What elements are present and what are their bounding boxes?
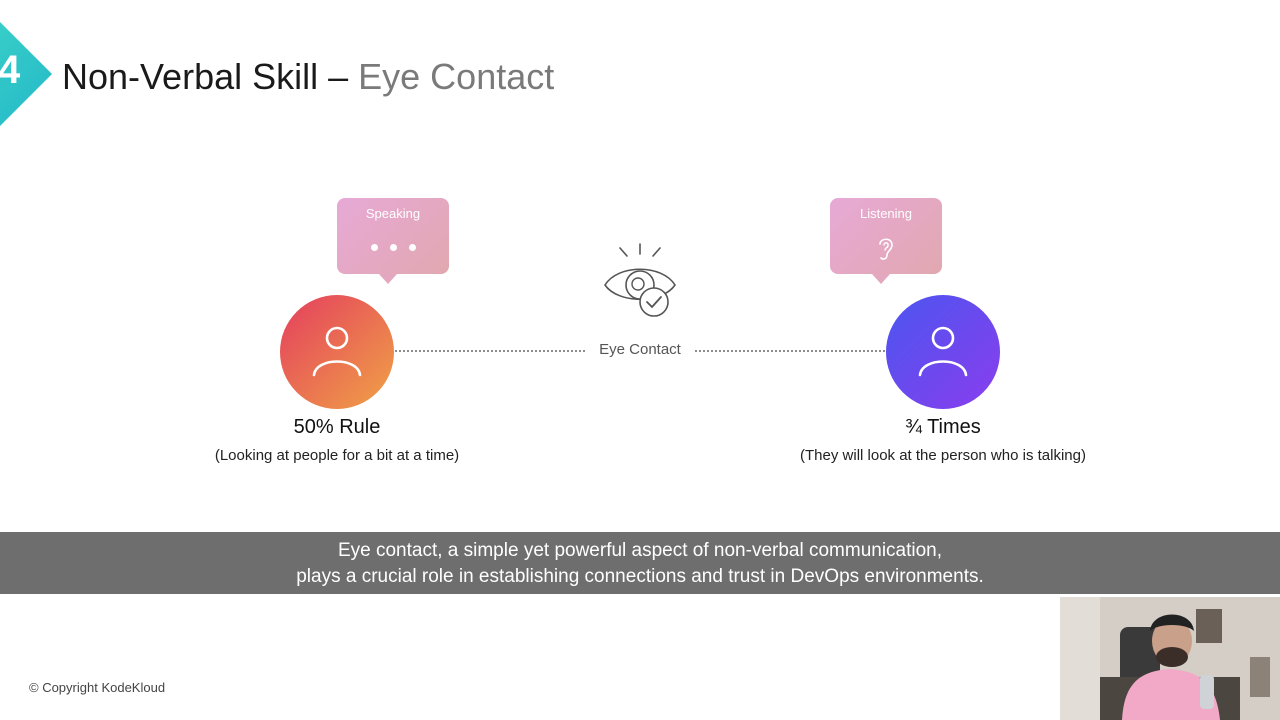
caption-line-2: plays a crucial role in establishing con…: [296, 566, 984, 587]
eye-check-icon: [604, 243, 676, 317]
speaking-bubble: Speaking: [337, 198, 449, 284]
right-rule-title: ¾ Times: [905, 416, 981, 438]
section-number: 4: [0, 48, 21, 92]
listener-avatar: [886, 295, 1000, 409]
title-main: Non-Verbal Skill –: [62, 56, 359, 97]
eye-contact-label: Eye Contact: [599, 341, 681, 358]
connector-line-right: [695, 350, 885, 352]
listening-label: Listening: [859, 206, 913, 221]
page-title: Non-Verbal Skill – Eye Contact: [62, 54, 554, 100]
section-number-badge: 4: [0, 18, 52, 130]
listening-bubble: Listening: [830, 198, 942, 284]
connector-line-left: [395, 350, 585, 352]
person-icon: [918, 326, 968, 377]
right-rule-description: (They will look at the person who is tal…: [800, 447, 1086, 464]
subtitle-caption: Eye contact, a simple yet powerful aspec…: [0, 532, 1280, 594]
ear-icon: [879, 238, 893, 260]
copyright-text: © Copyright KodeKloud: [29, 680, 166, 695]
speaker-avatar: [280, 295, 394, 409]
title-sub: Eye Contact: [358, 56, 555, 97]
left-rule-description: (Looking at people for a bit at a time): [214, 447, 460, 464]
speaking-label: Speaking: [365, 206, 421, 221]
person-icon: [312, 326, 362, 377]
dots-icon: [337, 238, 449, 256]
presenter-video: [1060, 597, 1280, 720]
presenter-silhouette: [1060, 597, 1280, 720]
left-rule-title: 50% Rule: [293, 416, 381, 438]
caption-line-1: Eye contact, a simple yet powerful aspec…: [337, 540, 943, 561]
